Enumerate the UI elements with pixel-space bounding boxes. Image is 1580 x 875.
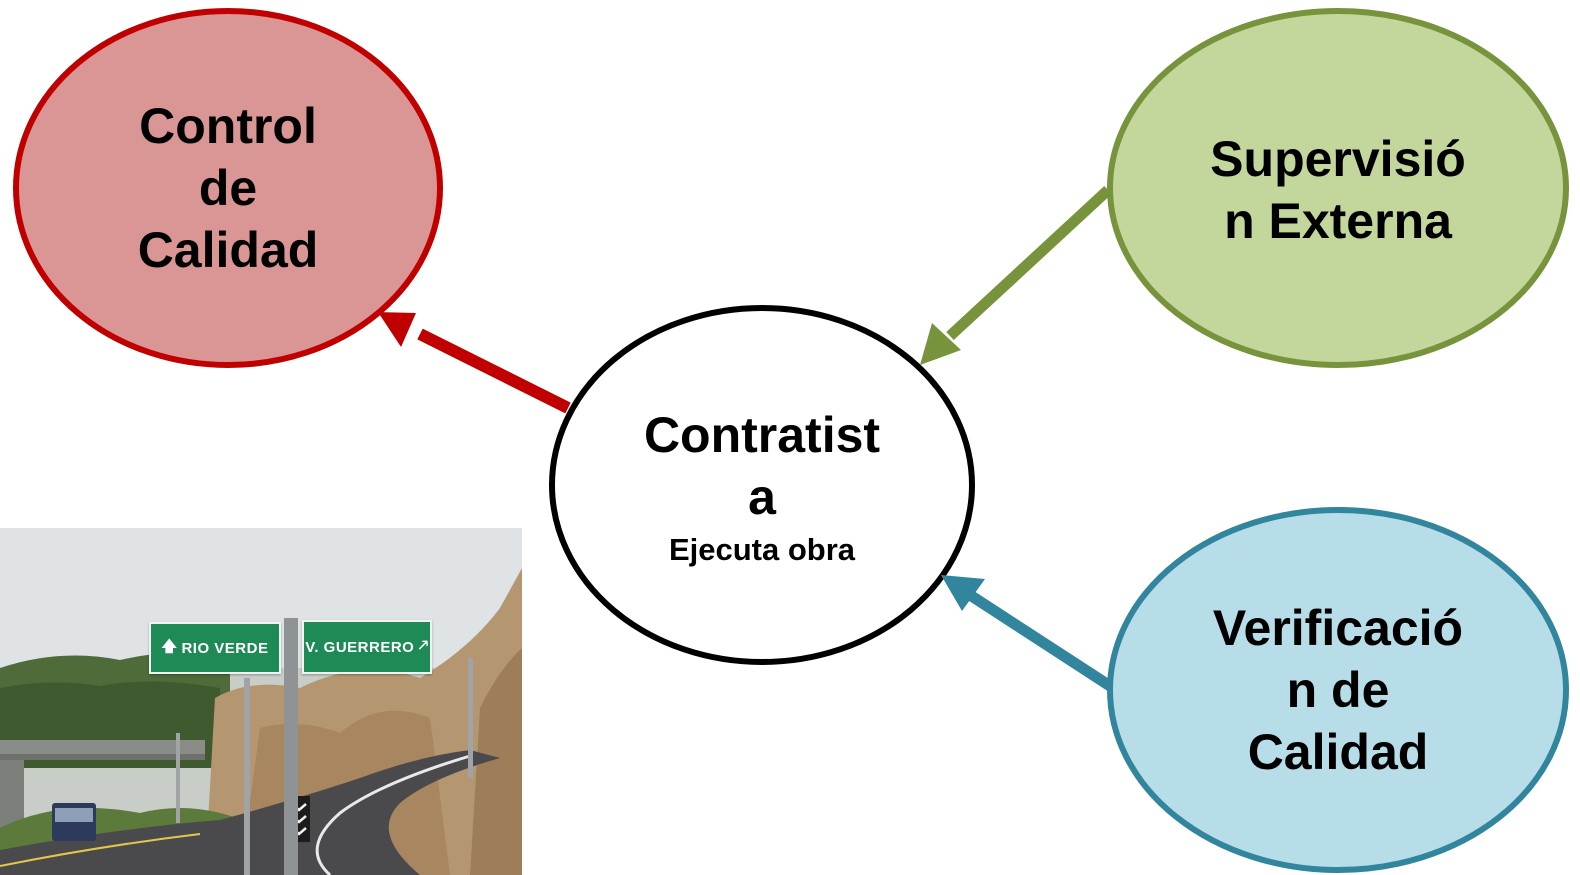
control-line-3: Calidad	[137, 222, 319, 278]
contratista-node	[549, 305, 975, 665]
contratista-line-1: Contratist	[643, 406, 881, 463]
supervision-externa-node	[1107, 8, 1569, 368]
sign-rio-verde: 🡅 RIO VERDE	[149, 622, 281, 674]
supervision-externa-label: Supervisió n Externa	[1148, 125, 1528, 255]
arrow-from-verificacion	[941, 575, 1113, 691]
control-calidad-label: Control de Calidad	[68, 88, 388, 288]
verificacion-calidad-node	[1107, 507, 1569, 873]
control-line-1: Control	[139, 98, 317, 154]
verificacion-line-3: Calidad	[1247, 724, 1429, 780]
sign-rio-verde-text: RIO VERDE	[181, 639, 269, 657]
highway-illustration	[0, 528, 522, 875]
control-line-2: de	[198, 160, 258, 216]
sign-v-guerrero-text: V. GUERRERO	[305, 638, 415, 656]
contratista-line-2: a	[748, 468, 776, 525]
sign-v-guerrero: V. GUERRERO 🡕	[302, 620, 432, 674]
control-calidad-node	[13, 8, 443, 368]
supervision-line-2: n Externa	[1224, 193, 1452, 249]
up-arrow-icon: 🡅	[161, 637, 178, 655]
contratista-subtitle: Ejecuta obra	[668, 531, 856, 567]
verificacion-line-2: n de	[1286, 662, 1390, 718]
contratista-label: Contratist a Ejecuta obra	[602, 400, 922, 575]
verificacion-calidad-label: Verificació n de Calidad	[1148, 595, 1528, 785]
arrow-from-supervision	[920, 185, 1112, 365]
up-right-arrow-icon: 🡕	[418, 636, 429, 654]
verificacion-line-1: Verificació	[1212, 600, 1464, 656]
arrow-to-control	[378, 312, 571, 414]
highway-photo: 🡅 RIO VERDE V. GUERRERO 🡕	[0, 528, 522, 875]
supervision-line-1: Supervisió	[1210, 131, 1466, 187]
